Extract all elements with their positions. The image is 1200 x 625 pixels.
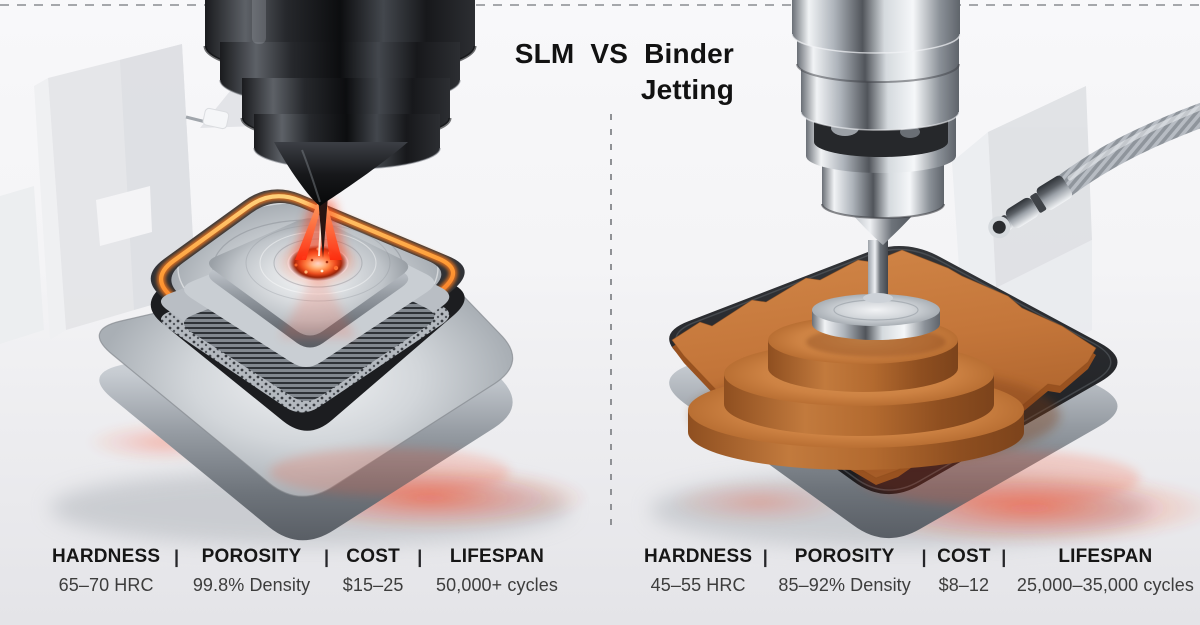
stat-cost-bj: COST $8–12 [937, 546, 991, 596]
page-title: SLM VS Binder Jetting [468, 36, 734, 108]
stat-separator: | [921, 547, 927, 567]
stat-value: 99.8% Density [192, 575, 311, 595]
binder-print-head [791, 0, 961, 245]
press-disc [812, 240, 940, 340]
stat-label: LIFESPAN [1058, 546, 1153, 567]
stat-label: COST [937, 546, 991, 567]
stat-value: 25,000–35,000 cycles [1016, 575, 1194, 595]
binder-jetting-scene [650, 0, 1200, 548]
stat-cost-slm: COST $15–25 [342, 546, 404, 596]
laser-beam [292, 196, 347, 262]
red-glow-right-side [670, 480, 850, 524]
stat-separator: | [762, 547, 768, 567]
build-platform-base-left [98, 258, 514, 541]
stat-porosity-bj: POROSITY 85–92% Density [778, 546, 911, 596]
stat-label: HARDNESS [644, 546, 753, 567]
press-shaft [868, 240, 888, 310]
stat-label: COST [346, 546, 400, 567]
title-line-1: SLM VS Binder [514, 38, 734, 69]
stats-panel-slm: HARDNESS 65–70 HRC | POROSITY 99.8% Dens… [52, 546, 558, 596]
hose-nozzle-opening [992, 220, 1006, 234]
stat-separator: | [417, 547, 423, 567]
stat-label: POROSITY [794, 546, 895, 567]
laser-cone [274, 142, 408, 206]
stat-value: $8–12 [938, 575, 990, 595]
stat-value: 45–55 HRC [650, 575, 746, 595]
stats-panel-binder-jetting: HARDNESS 45–55 HRC | POROSITY 85–92% Den… [644, 546, 1194, 596]
stat-value: 85–92% Density [778, 575, 911, 595]
hose-fitting [988, 175, 1073, 239]
laser-head [203, 0, 477, 206]
printed-part-right [688, 316, 1024, 470]
stat-separator: | [1001, 547, 1007, 567]
slm-scene [0, 0, 590, 546]
stat-porosity-slm: POROSITY 99.8% Density [192, 546, 311, 596]
stat-label: HARDNESS [52, 546, 161, 567]
stat-lifespan-slm: LIFESPAN 50,000+ cycles [436, 546, 558, 596]
title-line-2: Jetting [640, 74, 734, 105]
stat-label: LIFESPAN [449, 546, 545, 567]
binder-supply-hose [988, 102, 1200, 239]
stat-value: 65–70 HRC [58, 575, 154, 595]
stat-separator: | [174, 547, 180, 567]
stat-value: $15–25 [342, 575, 404, 595]
background-blocks-left [0, 44, 258, 344]
probe-knob [202, 107, 230, 130]
stat-label: POROSITY [201, 546, 302, 567]
stat-lifespan-bj: LIFESPAN 25,000–35,000 cycles [1016, 546, 1194, 596]
stat-hardness-bj: HARDNESS 45–55 HRC [644, 546, 753, 596]
nozzle-tip [318, 196, 328, 258]
stat-value: 50,000+ cycles [436, 575, 558, 595]
stat-hardness-slm: HARDNESS 65–70 HRC [52, 546, 161, 596]
printed-part-left [160, 196, 450, 413]
stat-separator: | [323, 547, 329, 567]
